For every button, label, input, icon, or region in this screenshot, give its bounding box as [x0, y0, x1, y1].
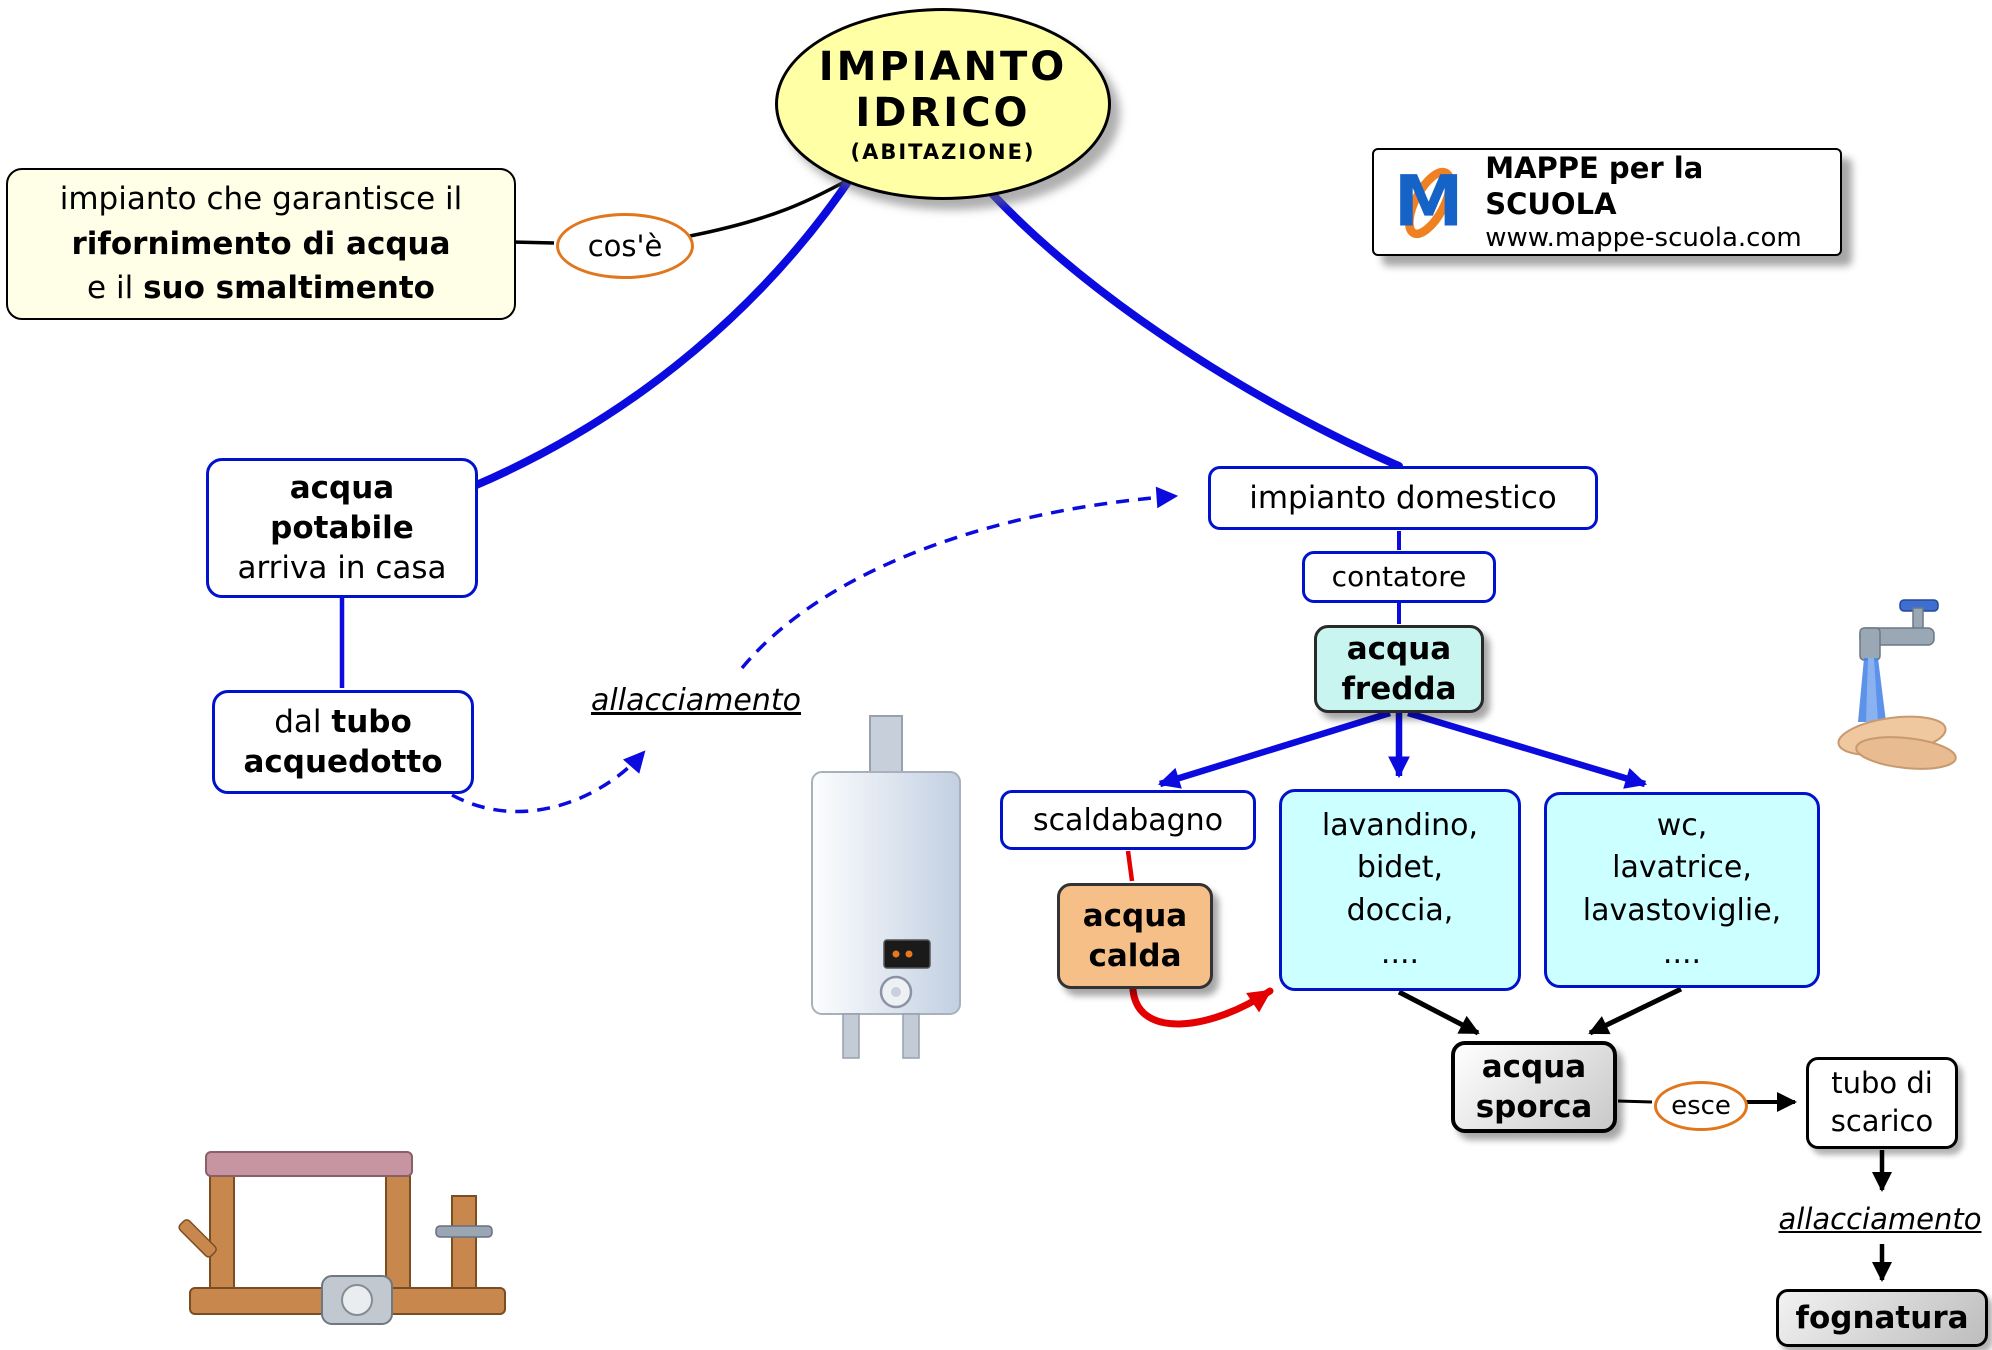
node-acqua-calda[interactable]: acqua calda: [1057, 883, 1213, 989]
node-fognatura[interactable]: fognatura: [1776, 1289, 1988, 1347]
definition-note[interactable]: impianto che garantisce il rifornimento …: [6, 168, 516, 320]
logo-brand: MAPPE per la SCUOLA: [1485, 150, 1704, 221]
main-topic-ellipse[interactable]: IMPIANTO IDRICO (ABITAZIONE): [775, 8, 1111, 200]
edge-topic-impianto-domestico: [971, 171, 1403, 470]
water-heater-illustration: [811, 715, 961, 1059]
node-acqua-potabile[interactable]: acqua potabile arriva in casa: [206, 458, 478, 598]
connector-label-cose[interactable]: cos'è: [556, 213, 694, 279]
edge-calda-lavandino: [1129, 986, 1274, 1028]
copper-pipes-illustration: [178, 1151, 506, 1325]
tubo-line2: acquedotto: [243, 744, 443, 780]
edge-fredda-scaldabagno: [1157, 709, 1391, 789]
node-tubo-di-scarico[interactable]: tubo di scarico: [1806, 1057, 1958, 1149]
node-acqua-sporca[interactable]: acqua sporca: [1451, 1041, 1617, 1133]
edge-topic-acqua-potabile: [470, 166, 860, 490]
esce-label: esce: [1671, 1091, 1731, 1121]
edge-lavandino-sporca: [1397, 989, 1480, 1036]
acqua-potabile-bold: acqua potabile: [270, 469, 414, 546]
node-lavandino[interactable]: lavandino, bidet, doccia, ....: [1279, 789, 1521, 991]
svg-text:M: M: [1394, 161, 1464, 243]
edge-fredda-wc: [1407, 709, 1648, 789]
node-acqua-fredda[interactable]: acqua fredda: [1314, 625, 1484, 713]
definition-line1: impianto che garantisce il: [59, 180, 463, 217]
edge-wc-sporca: [1588, 986, 1683, 1036]
node-tubo-acquedotto[interactable]: dal tubo acquedotto: [212, 690, 474, 794]
node-wc[interactable]: wc, lavatrice, lavastoviglie, ....: [1544, 792, 1820, 988]
definition-line3: e il suo smaltimento: [87, 270, 435, 307]
connector-label-allacciamento-left: allacciamento: [591, 683, 801, 718]
main-topic-subtitle: (ABITAZIONE): [850, 140, 1036, 164]
edge-allacciamento-domestico-dashed: [740, 486, 1179, 670]
tubo-line1: dal tubo: [274, 703, 412, 740]
cose-label: cos'è: [587, 229, 663, 263]
node-impianto-domestico[interactable]: impianto domestico: [1208, 466, 1598, 530]
faucet-hands-illustration: [1837, 599, 1957, 770]
node-scaldabagno[interactable]: scaldabagno: [1000, 790, 1256, 850]
acqua-potabile-rest: arriva in casa: [237, 550, 447, 587]
mappe-logo[interactable]: M MAPPE per la SCUOLA www.mappe-scuola.c…: [1372, 148, 1842, 256]
edge-definition-cose: [511, 240, 555, 245]
edge-tubo-allacciamento-dashed: [451, 750, 646, 814]
node-contatore[interactable]: contatore: [1302, 551, 1496, 603]
mappe-logo-monogram-icon: M: [1394, 161, 1464, 243]
edge-scaldabagno-calda: [1125, 850, 1135, 882]
edge-sporca-esce: [1617, 1099, 1653, 1104]
main-topic-title: IMPIANTO IDRICO: [818, 44, 1068, 136]
connector-label-allacciamento-right: allacciamento: [1778, 1202, 1982, 1236]
definition-line2: rifornimento di acqua: [71, 225, 451, 262]
connector-label-esce[interactable]: esce: [1654, 1081, 1748, 1131]
logo-url[interactable]: www.mappe-scuola.com: [1485, 223, 1802, 253]
